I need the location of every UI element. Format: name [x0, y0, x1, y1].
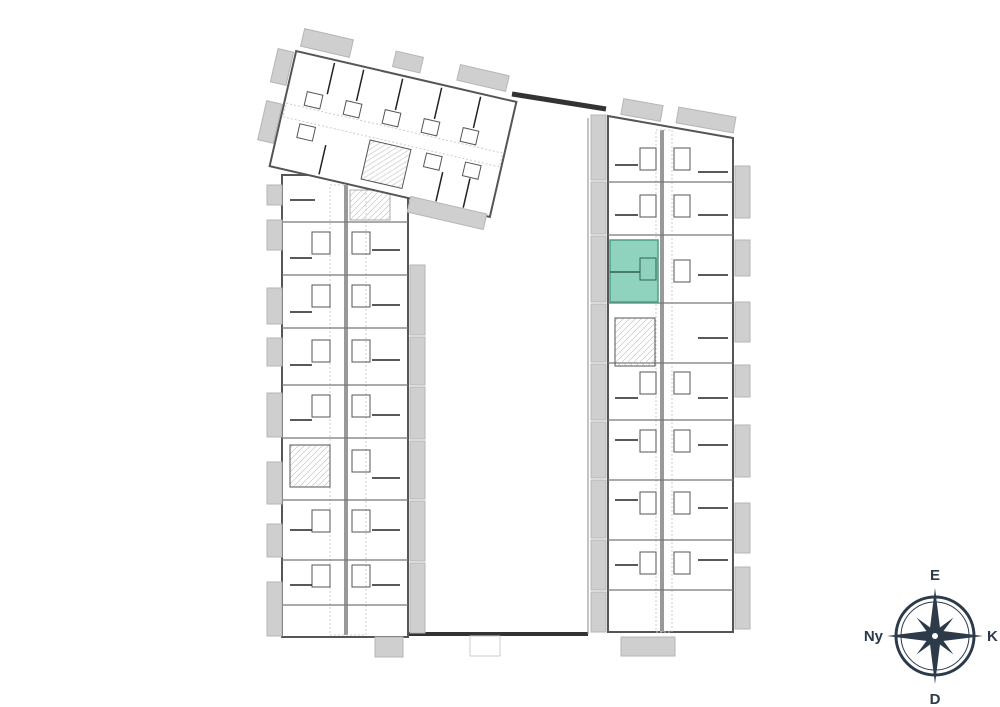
highlighted-apartment[interactable]: [609, 239, 659, 303]
compass-west-label: Ny: [864, 628, 884, 645]
right-west-balconies: [590, 114, 607, 633]
compass-south-label: D: [930, 691, 941, 707]
right-east-balconies: [734, 165, 751, 630]
right-stair-core: [614, 317, 656, 367]
compass-north-label: E: [930, 567, 940, 584]
left-east-balconies: [409, 264, 426, 634]
bottom-step: [469, 635, 501, 657]
left-wing: [281, 174, 409, 638]
top-block-balconies: [257, 28, 510, 231]
right-wing: [607, 114, 734, 633]
top-stair-core: [360, 139, 412, 190]
top-block: [268, 49, 518, 219]
compass: E D Ny K: [864, 567, 998, 707]
compass-east-label: K: [987, 628, 998, 645]
top-bridge: [511, 91, 607, 112]
left-stair-core: [289, 444, 331, 488]
left-west-balconies: [266, 184, 283, 637]
